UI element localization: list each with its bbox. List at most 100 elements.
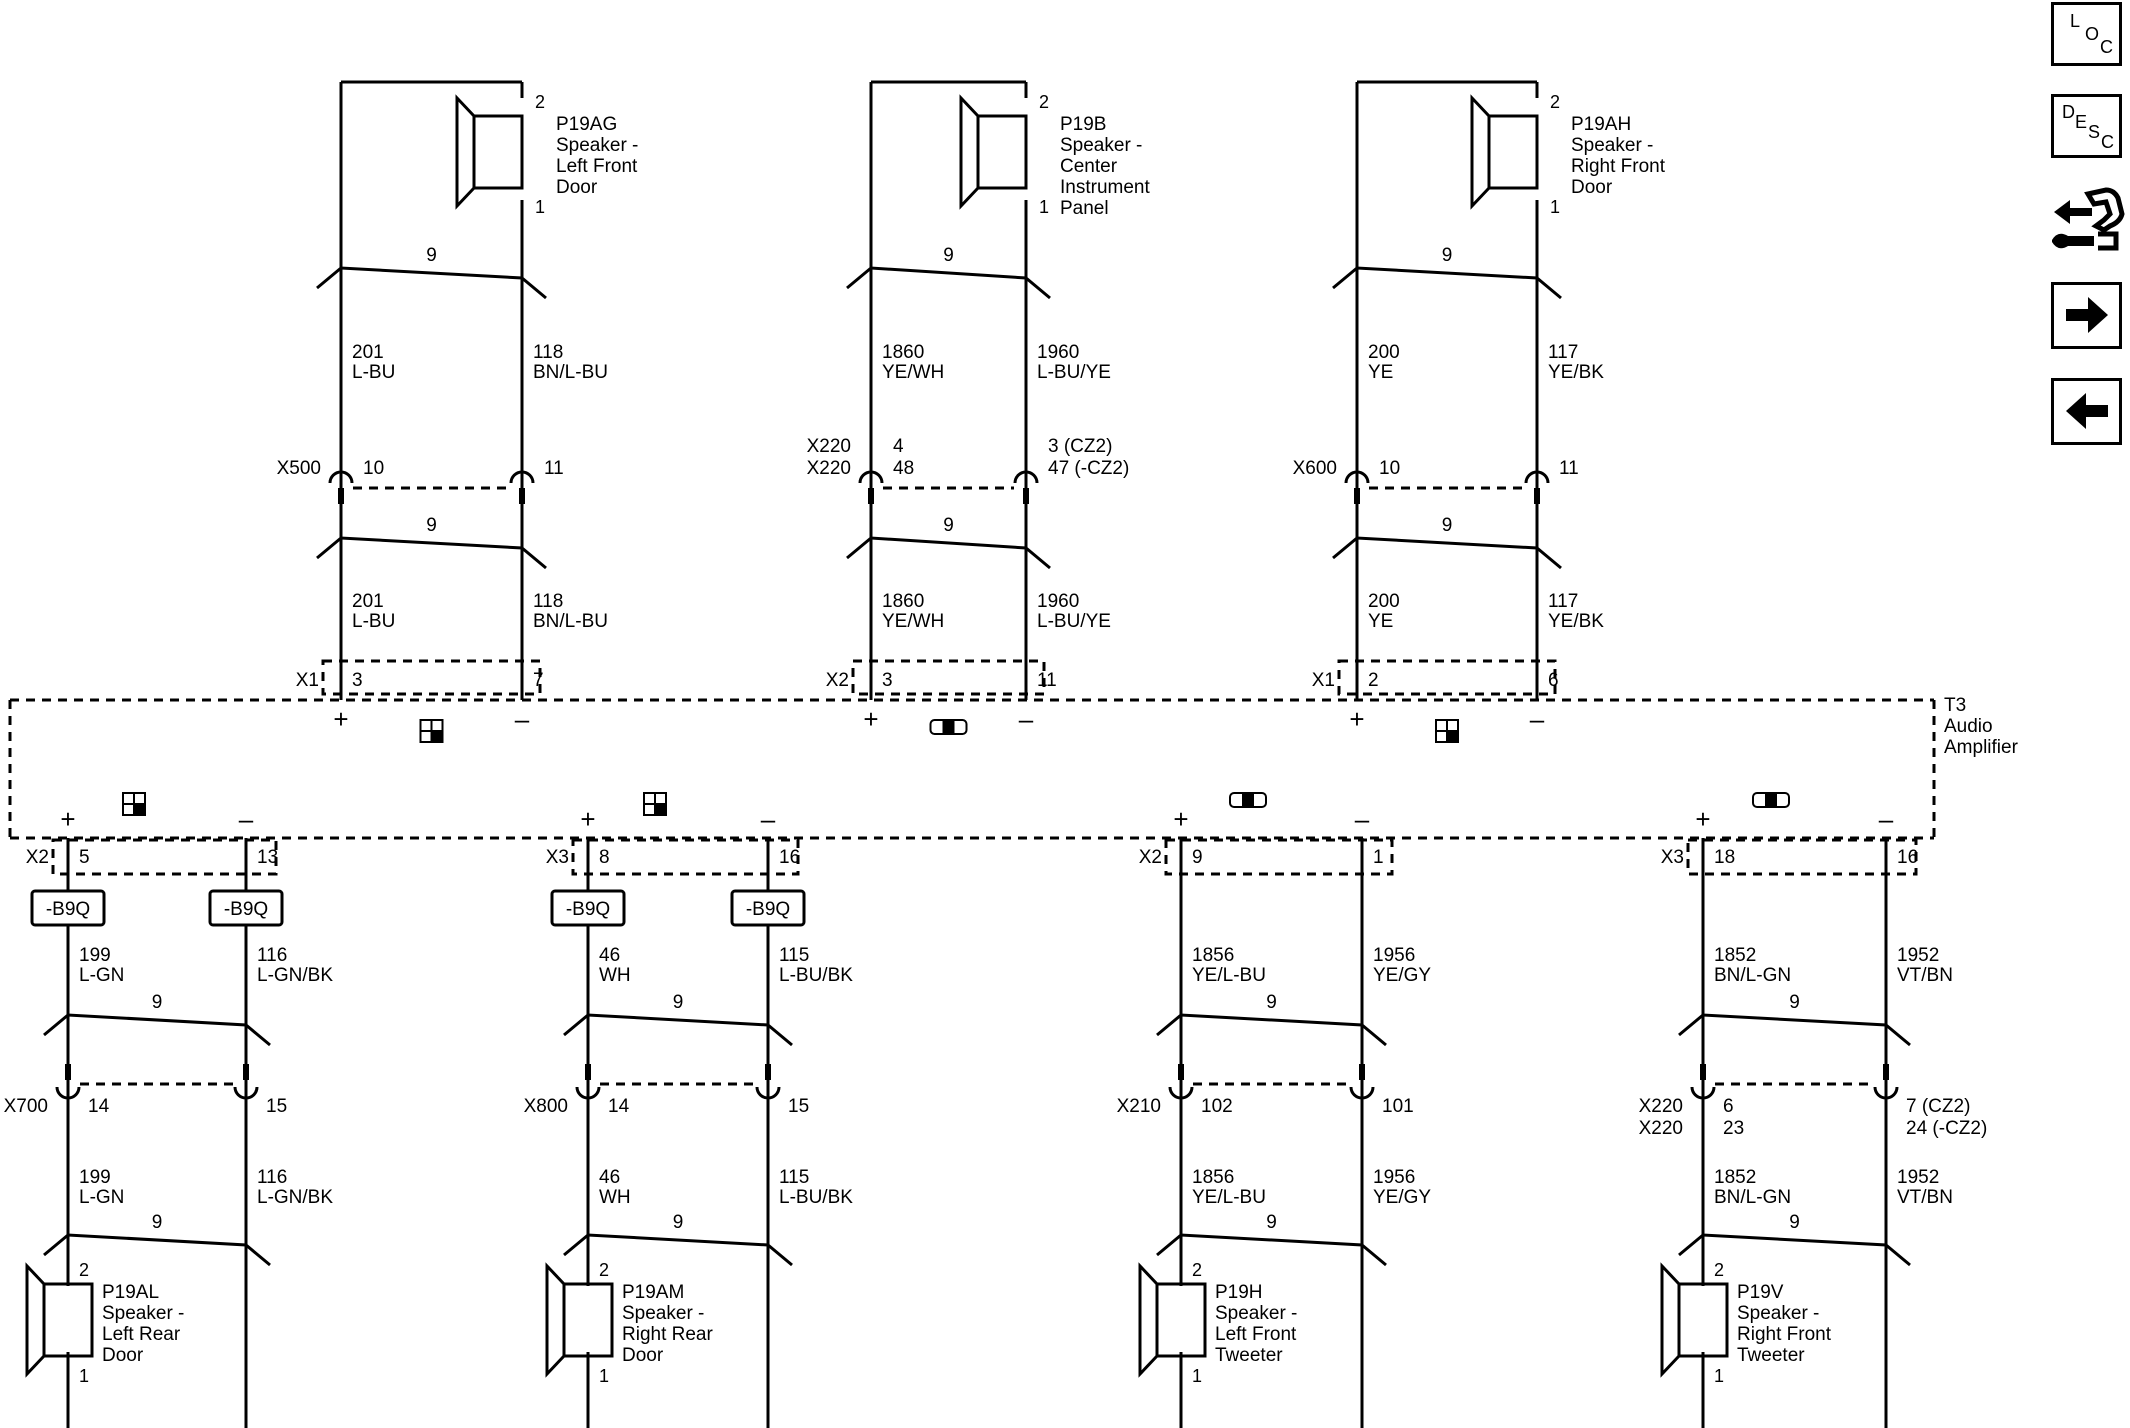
desc-letter-e: E: [2075, 112, 2088, 132]
bottom-2-amp-conn-id: X2: [1139, 847, 1162, 868]
top-2-twist-upper: [1332, 266, 1562, 300]
bottom-3-plus: +: [1695, 804, 1710, 834]
amp-desc1: Audio: [1944, 716, 1993, 737]
top-0-ref: P19AG: [556, 114, 617, 135]
top-2-wire-b-num-2: 117: [1548, 591, 1578, 612]
top-1-pb2: 3 (CZ2): [1048, 436, 1112, 457]
top-1-twist-lower-label: 9: [943, 515, 954, 536]
bottom-1-pa1: 14: [608, 1096, 630, 1117]
description-button[interactable]: D E S C: [2051, 94, 2122, 158]
bottom-2-pb1: 101: [1382, 1096, 1414, 1117]
bottom-3-inline-a: [1690, 1086, 1716, 1100]
next-page-button[interactable]: [2051, 282, 2122, 349]
bottom-3-amp-pin-a: 18: [1714, 847, 1735, 868]
top-1-pa2: 4: [893, 436, 904, 457]
top-1-speaker-body: [976, 114, 1028, 190]
top-2-pin2: 2: [1550, 92, 1560, 112]
bottom-2-pin-a: [1178, 1064, 1184, 1080]
bottom-0-wire-b-color: L-GN/BK: [257, 965, 333, 986]
bottom-0-minus: –: [239, 804, 254, 834]
bottom-0-wire-a-num: 199: [79, 945, 111, 966]
top-2-inline-a: [1344, 470, 1370, 484]
top-2-minus: –: [1530, 704, 1545, 734]
bottom-2-inline-a: [1168, 1086, 1194, 1100]
top-2-wire-b-color: YE/BK: [1548, 362, 1604, 383]
bottom-0-desc3: Door: [102, 1345, 144, 1366]
bottom-1-type-icon-fill: [655, 804, 666, 815]
bottom-2-amp-pin-b: 1: [1373, 847, 1384, 868]
top-2-pin-b: [1534, 488, 1540, 504]
top-0-pin-a: [338, 488, 344, 504]
top-1-minus: –: [1019, 704, 1034, 734]
top-0-speaker-cone: [455, 94, 476, 210]
top-0-type-icon-fill: [431, 731, 443, 742]
top-2-amp-pin-b: 6: [1548, 670, 1559, 691]
top-0-wire-b-color: BN/L-BU: [533, 362, 608, 383]
top-0-plus: +: [333, 704, 348, 734]
top-1-wire-a-num-2: 1860: [882, 591, 924, 612]
bottom-1-twist-lower: [563, 1233, 793, 1267]
top-2-desc1: Speaker -: [1571, 135, 1653, 156]
top-1-amp-pin-a: 3: [882, 670, 893, 691]
top-0-wire-a-color: L-BU: [352, 362, 395, 383]
bottom-3-wire-a-color: BN/L-GN: [1714, 965, 1791, 986]
top-2-wire-b-color-2: YE/BK: [1548, 611, 1604, 632]
bottom-0-conn1: X700: [4, 1096, 48, 1117]
bottom-3-wire-b-color: VT/BN: [1897, 965, 1953, 986]
location-button[interactable]: L O C: [2051, 2, 2122, 66]
bottom-0-twist-lower: [43, 1233, 271, 1267]
bottom-3-speaker-cone: [1660, 1262, 1681, 1378]
bottom-1-wire-b-num: 115: [779, 945, 809, 966]
connector-info-button[interactable]: [2048, 186, 2126, 260]
bottom-3-desc2: Right Front: [1737, 1324, 1832, 1345]
bottom-0-amp-pin-a: 5: [79, 847, 90, 868]
top-1-desc3: Instrument: [1060, 177, 1150, 198]
bottom-1-wire-a-color-2: WH: [599, 1187, 631, 1208]
bottom-2-wire-b-num-2: 1956: [1373, 1167, 1415, 1188]
top-2-pin-a: [1354, 488, 1360, 504]
bottom-0-wire-a-color: L-GN: [79, 965, 124, 986]
top-1-amp-conn-id: X2: [826, 670, 849, 691]
bottom-3-speaker-body-front: [1677, 1282, 1729, 1358]
bottom-2-amp-pin-a: 9: [1192, 847, 1203, 868]
top-2-speaker-body: [1487, 114, 1539, 190]
top-1-amp-pin-b: 11: [1037, 670, 1057, 691]
top-0-twist-upper: [316, 266, 547, 300]
top-2-inline-b: [1524, 470, 1550, 484]
bottom-3-wire-a-num: 1852: [1714, 945, 1756, 966]
top-1-type-icon-fill: [942, 720, 955, 734]
top-0-twist-upper-label: 9: [426, 245, 437, 266]
bottom-2-twist-upper: [1156, 1013, 1387, 1047]
bottom-2-speaker-mask: [1159, 1286, 1203, 1352]
top-0-amp-conn-id: X1: [296, 670, 319, 691]
bottom-2-desc1: Speaker -: [1215, 1303, 1297, 1324]
bottom-3-ref: P19V: [1737, 1282, 1784, 1303]
top-0-wire-a-num-2: 201: [352, 591, 384, 612]
top-0-twist-lower: [316, 536, 547, 570]
bottom-2-pin-b: [1359, 1064, 1365, 1080]
bottom-2-wire-b-color: YE/GY: [1373, 965, 1431, 986]
top-0-wire-b-num: 118: [533, 342, 563, 363]
bottom-1-option-box-0: [550, 889, 626, 927]
bottom-1-pin2: 2: [599, 1260, 609, 1280]
top-1-conn1: X220: [807, 458, 851, 479]
bottom-3-pin2: 2: [1714, 1260, 1724, 1280]
bottom-3-twist-upper-label: 9: [1789, 992, 1800, 1013]
bottom-1-ref: P19AM: [622, 1282, 684, 1303]
top-0-wire-b-num-2: 118: [533, 591, 563, 612]
bottom-2-pin1: 1: [1192, 1366, 1202, 1386]
top-2-desc3: Door: [1571, 177, 1613, 198]
connector-wrench-icon: [2052, 187, 2125, 251]
bottom-1-minus: –: [761, 804, 776, 834]
top-1-pin1: 1: [1039, 197, 1049, 217]
bottom-3-pa2: 23: [1723, 1118, 1744, 1139]
bottom-1-pin-b: [765, 1064, 771, 1080]
top-0-wire-a-num: 201: [352, 342, 384, 363]
bottom-3-wire-a-color-2: BN/L-GN: [1714, 1187, 1791, 1208]
top-1-wire-b-color: L-BU/YE: [1037, 362, 1111, 383]
previous-page-button[interactable]: [2051, 378, 2122, 445]
bottom-1-twist-upper-label: 9: [673, 992, 684, 1013]
top-0-wire-b-color-2: BN/L-BU: [533, 611, 608, 632]
bottom-0-wire-b-num-2: 116: [257, 1167, 287, 1188]
